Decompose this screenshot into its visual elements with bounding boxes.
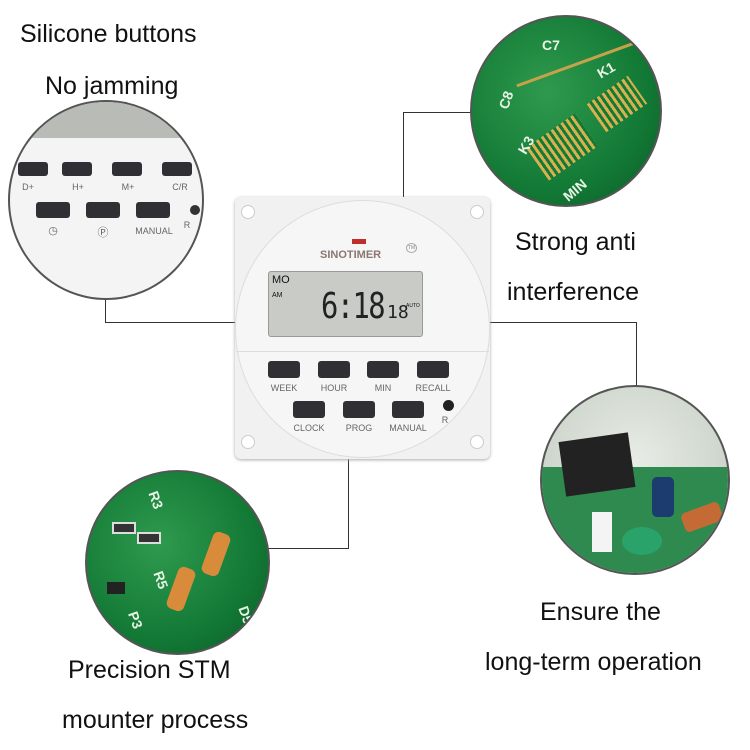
lcd-ampm: AM <box>272 292 283 299</box>
lcd-display: MO AM 6:18 18 AUTO <box>268 271 423 337</box>
week-label: WEEK <box>270 383 298 393</box>
closeup-lcd <box>10 102 202 138</box>
caption-mounter: mounter process <box>62 706 249 734</box>
pcb-closeup-bottom: R3 R5 D5 P3 <box>85 470 270 655</box>
connector <box>592 512 612 552</box>
closeup-buttons: D+ H+ M+ C/R ◷ Ⓟ MANUAL R <box>8 100 204 300</box>
connector-line <box>105 298 106 323</box>
mount-hole <box>470 435 484 449</box>
pcb-label: C8 <box>495 88 517 112</box>
caption-ensure: Ensure the <box>540 598 661 626</box>
smd-resistor <box>112 522 136 534</box>
connector-line <box>348 459 349 549</box>
relay <box>558 432 636 497</box>
mount-hole <box>241 435 255 449</box>
divider <box>236 351 489 352</box>
closeup-key <box>136 202 170 218</box>
hour-label: HOUR <box>320 383 348 393</box>
clock-icon: ◷ <box>48 225 58 237</box>
timer-face: SINOTIMER TM MO AM 6:18 18 AUTO WEEK HOU… <box>235 200 490 458</box>
closeup-label: MANUAL <box>135 226 173 236</box>
closeup-key <box>36 202 70 218</box>
connector-line <box>403 112 404 197</box>
prog-button[interactable] <box>343 401 375 418</box>
reset-label: R <box>441 415 449 425</box>
closeup-key <box>112 162 142 176</box>
connector-line <box>636 322 637 386</box>
prog-icon: Ⓟ <box>97 227 109 239</box>
closeup-label: H+ <box>72 182 84 192</box>
smd-resistor <box>137 532 161 544</box>
caption-strong-anti: Strong anti <box>515 228 636 256</box>
brand-logo: SINOTIMER <box>320 249 382 261</box>
pcb-pad <box>586 75 648 133</box>
manual-label: MANUAL <box>389 423 427 433</box>
closeup-key <box>162 162 192 176</box>
caption-precision: Precision STM <box>68 656 231 684</box>
timer-device: SINOTIMER TM MO AM 6:18 18 AUTO WEEK HOU… <box>235 197 490 459</box>
power-led <box>352 239 366 244</box>
closeup-key <box>18 162 48 176</box>
caption-interference: interference <box>507 278 640 306</box>
diode <box>200 530 232 578</box>
recall-button[interactable] <box>417 361 449 378</box>
closeup-label: M+ <box>121 182 135 192</box>
connector-line <box>403 112 473 113</box>
pcb-trace <box>516 29 660 88</box>
pcb-label: D5 <box>235 603 257 627</box>
connector-line <box>268 548 349 549</box>
caption-no-jamming: No jamming <box>45 72 179 100</box>
min-button[interactable] <box>367 361 399 378</box>
pcb-closeup-top: C7 K1 C8 K3 MIN <box>470 15 662 207</box>
lcd-mode: AUTO <box>406 303 420 309</box>
prog-label: PROG <box>345 423 373 433</box>
pcb-label: C7 <box>542 37 560 53</box>
closeup-label: D+ <box>22 182 34 192</box>
clock-label: CLOCK <box>293 423 325 433</box>
battery <box>622 527 662 555</box>
caption-long-term: long-term operation <box>485 648 702 676</box>
reset-button[interactable] <box>443 400 454 411</box>
lcd-time: 6:18 <box>321 286 386 327</box>
mount-hole <box>241 205 255 219</box>
lcd-day: MO <box>272 274 290 286</box>
trademark: TM <box>406 243 418 253</box>
connector-line <box>105 322 235 323</box>
pcb-label: MIN <box>559 175 590 205</box>
week-button[interactable] <box>268 361 300 378</box>
mount-hole <box>470 205 484 219</box>
diode <box>165 565 197 613</box>
lcd-seconds: 18 <box>387 302 409 323</box>
pcb-pad <box>525 113 599 181</box>
capacitor <box>652 477 674 517</box>
recall-label: RECALL <box>415 383 451 393</box>
pcb-label: P3 <box>125 609 147 631</box>
closeup-key <box>62 162 92 176</box>
relay-board-closeup <box>540 385 730 575</box>
hour-button[interactable] <box>318 361 350 378</box>
connector-line <box>490 322 636 323</box>
closeup-reset-hole <box>190 205 200 215</box>
pcb-label: K1 <box>594 58 618 82</box>
pcb-label: R5 <box>150 568 172 592</box>
closeup-label: C/R <box>172 182 188 192</box>
clock-button[interactable] <box>293 401 325 418</box>
caption-silicone: Silicone buttons <box>20 20 197 48</box>
manual-button[interactable] <box>392 401 424 418</box>
min-label: MIN <box>374 383 392 393</box>
closeup-key <box>86 202 120 218</box>
transistor <box>107 582 125 594</box>
pcb-label: R3 <box>145 488 167 512</box>
closeup-label: R <box>183 220 191 230</box>
